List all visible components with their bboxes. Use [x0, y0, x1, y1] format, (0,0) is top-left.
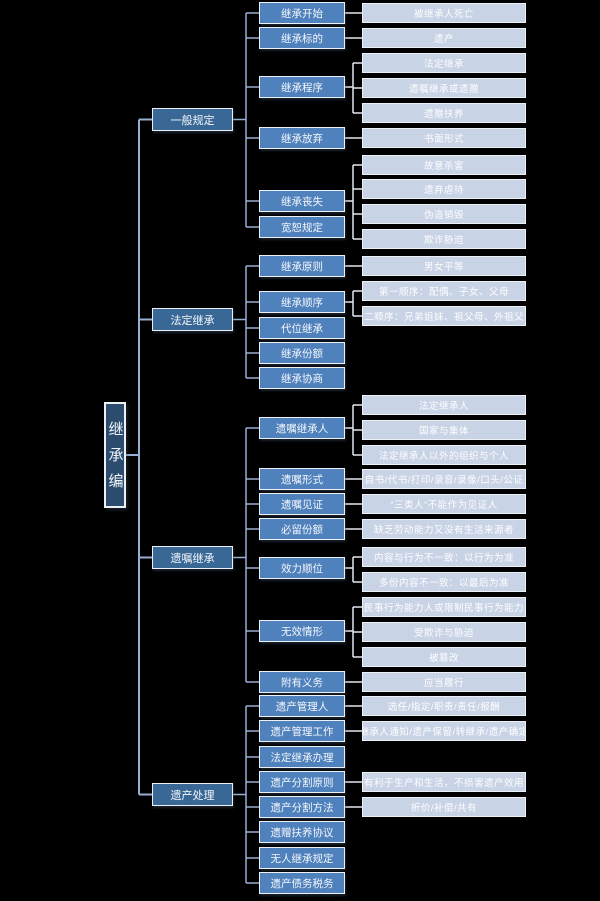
leaf-node: 应当履行 — [362, 672, 526, 692]
topic-node: 遗产管理人 — [259, 695, 345, 717]
leaf-node: 国家与集体 — [362, 420, 526, 440]
leaf-node: 自书/代书/打印/录音/录像/口头/公证 — [362, 469, 526, 489]
leaf-node: 第二顺序：兄弟姐妹、祖父母、外祖父母 — [362, 306, 526, 326]
leaf-node: 被继承人死亡 — [362, 3, 526, 23]
topic-node: 继承开始 — [259, 2, 345, 24]
leaf-node: 选任/指定/职责/责任/报酬 — [362, 696, 526, 716]
topic-node: 遗产债务税务 — [259, 872, 345, 894]
leaf-node: 第一顺序：配偶、子女、父母 — [362, 281, 526, 301]
branch-node: 法定继承 — [152, 308, 233, 331]
topic-node: 遗产管理工作 — [259, 720, 345, 742]
branch-node: 一般规定 — [152, 108, 233, 131]
leaf-node: 折价/补偿/共有 — [362, 797, 526, 817]
leaf-node: 遗嘱继承或遗赠 — [362, 78, 526, 98]
leaf-node: 书面形式 — [362, 128, 526, 148]
topic-node: 继承放弃 — [259, 127, 345, 149]
leaf-node: 伪造销毁 — [362, 204, 526, 224]
topic-node: 继承协商 — [259, 367, 345, 389]
leaf-node: 缺乏劳动能力又没有生活来源者 — [362, 519, 526, 539]
topic-node: 无人继承规定 — [259, 847, 345, 869]
topic-node: 无效情形 — [259, 620, 345, 642]
topic-node: 法定继承办理 — [259, 746, 345, 768]
leaf-node: 被篡改 — [362, 647, 526, 667]
leaf-node: 法定继承人以外的组织与个人 — [362, 445, 526, 465]
topic-node: 继承标的 — [259, 27, 345, 49]
topic-node: 继承份额 — [259, 342, 345, 364]
root-node: 继承编 — [104, 402, 126, 508]
leaf-node: 遗赠扶养 — [362, 103, 526, 123]
leaf-node: 内容与行为不一致：以行为为准 — [362, 547, 526, 567]
leaf-node: 有利于生产和生活，不损害遗产效用 — [362, 772, 526, 792]
leaf-node: 遗弃虐待 — [362, 179, 526, 199]
leaf-node: 欺诈胁迫 — [362, 229, 526, 249]
leaf-node: 男女平等 — [362, 256, 526, 276]
leaf-node: 受欺诈与胁迫 — [362, 622, 526, 642]
topic-node: 必留份额 — [259, 518, 345, 540]
topic-node: 遗嘱继承人 — [259, 417, 345, 439]
topic-node: 遗产分割方法 — [259, 796, 345, 818]
branch-node: 遗产处理 — [152, 783, 233, 806]
topic-node: 继承程序 — [259, 76, 345, 98]
leaf-node: 法定继承 — [362, 53, 526, 73]
topic-node: 继承原则 — [259, 255, 345, 277]
topic-node: 遗产分割原则 — [259, 771, 345, 793]
leaf-node: 法定继承人 — [362, 395, 526, 415]
leaf-node: “三类人”不能作为见证人 — [362, 494, 526, 514]
leaf-node: 继承人通知/遗产保留/转继承/遗产确定 — [362, 721, 526, 741]
topic-node: 代位继承 — [259, 317, 345, 339]
topic-node: 效力顺位 — [259, 557, 345, 579]
topic-node: 继承顺序 — [259, 291, 345, 313]
topic-node: 遗嘱形式 — [259, 468, 345, 490]
leaf-node: 多份内容不一致：以最后为准 — [362, 572, 526, 592]
topic-node: 遗嘱见证 — [259, 493, 345, 515]
topic-node: 附有义务 — [259, 671, 345, 693]
leaf-node: 遗产 — [362, 28, 526, 48]
topic-node: 遗赠扶养协议 — [259, 821, 345, 843]
leaf-node: 无民事行为能力人或限制民事行为能力人 — [362, 597, 526, 617]
branch-node: 遗嘱继承 — [152, 546, 233, 569]
topic-node: 宽恕规定 — [259, 216, 345, 238]
leaf-node: 故意杀害 — [362, 155, 526, 175]
topic-node: 继承丧失 — [259, 190, 345, 212]
